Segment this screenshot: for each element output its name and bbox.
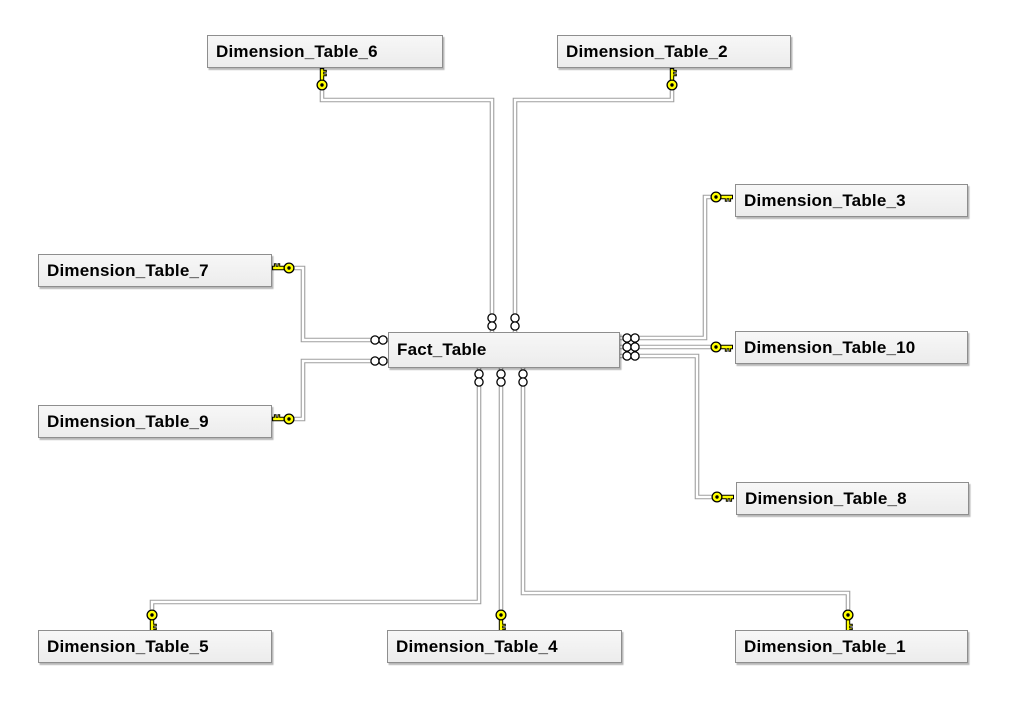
- table-title: Dimension_Table_8: [745, 488, 907, 508]
- relationship-line-core-dim3-fact: [620, 195, 716, 340]
- table-title: Dimension_Table_10: [744, 337, 916, 357]
- relationship-line-core-dim8-fact: [620, 354, 717, 499]
- relationship-line-dim2-fact[interactable]: [512, 90, 675, 332]
- table-node-dim10[interactable]: Dimension_Table_10: [735, 331, 968, 364]
- table-node-fact-table[interactable]: Fact_Table: [388, 332, 620, 368]
- relationship-line-core-dim2-fact: [513, 90, 674, 332]
- primary-key-icon-dim10-fact: [710, 341, 733, 353]
- many-side-infinity-icon-dim1-fact: [518, 369, 528, 387]
- relationship-line-dim3-fact[interactable]: [620, 194, 716, 341]
- table-node-dim4[interactable]: Dimension_Table_4: [387, 630, 622, 663]
- table-node-dim2[interactable]: Dimension_Table_2: [557, 35, 791, 68]
- primary-key-icon-dim4-fact: [495, 609, 507, 632]
- relationship-line-core-dim5-fact: [150, 368, 481, 615]
- primary-key-icon-dim2-fact: [666, 68, 678, 91]
- many-side-infinity-icon-dim6-fact: [487, 313, 497, 331]
- relationship-line-dim6-fact[interactable]: [319, 90, 495, 332]
- table-title: Dimension_Table_2: [566, 41, 728, 61]
- table-title: Dimension_Table_6: [216, 41, 378, 61]
- relationship-line-core-dim1-fact: [521, 368, 850, 615]
- many-side-infinity-icon-dim7-fact: [370, 335, 388, 345]
- table-node-dim6[interactable]: Dimension_Table_6: [207, 35, 443, 68]
- primary-key-icon-dim9-fact: [272, 413, 295, 425]
- table-node-dim9[interactable]: Dimension_Table_9: [38, 405, 272, 438]
- primary-key-icon-dim5-fact: [146, 609, 158, 632]
- table-title: Dimension_Table_5: [47, 636, 209, 656]
- many-side-infinity-icon-dim9-fact: [370, 356, 388, 366]
- table-node-dim1[interactable]: Dimension_Table_1: [735, 630, 968, 663]
- relationship-line-core-dim9-fact: [289, 359, 388, 421]
- table-title: Dimension_Table_4: [396, 636, 558, 656]
- primary-key-icon-dim3-fact: [710, 191, 733, 203]
- relationship-line-core-dim6-fact: [320, 90, 494, 332]
- table-title: Dimension_Table_1: [744, 636, 906, 656]
- many-side-infinity-icon-dim5-fact: [474, 369, 484, 387]
- table-node-dim5[interactable]: Dimension_Table_5: [38, 630, 272, 663]
- primary-key-icon-dim7-fact: [272, 262, 295, 274]
- table-title: Dimension_Table_9: [47, 411, 209, 431]
- relationship-line-core-dim7-fact: [289, 266, 388, 342]
- many-side-infinity-icon-dim8-fact: [622, 351, 640, 361]
- many-side-infinity-icon-dim2-fact: [510, 313, 520, 331]
- relationship-line-dim8-fact[interactable]: [620, 353, 717, 500]
- many-side-infinity-icon-dim10-fact: [622, 342, 640, 352]
- primary-key-icon-dim8-fact: [711, 491, 734, 503]
- table-node-dim7[interactable]: Dimension_Table_7: [38, 254, 272, 287]
- table-node-dim3[interactable]: Dimension_Table_3: [735, 184, 968, 217]
- primary-key-icon-dim6-fact: [316, 68, 328, 91]
- primary-key-icon-dim1-fact: [842, 609, 854, 632]
- many-side-infinity-icon-dim4-fact: [496, 369, 506, 387]
- table-node-dim8[interactable]: Dimension_Table_8: [736, 482, 969, 515]
- table-title: Dimension_Table_7: [47, 260, 209, 280]
- many-side-infinity-icon-dim3-fact: [622, 333, 640, 343]
- table-title: Fact_Table: [397, 340, 487, 359]
- table-title: Dimension_Table_3: [744, 190, 906, 210]
